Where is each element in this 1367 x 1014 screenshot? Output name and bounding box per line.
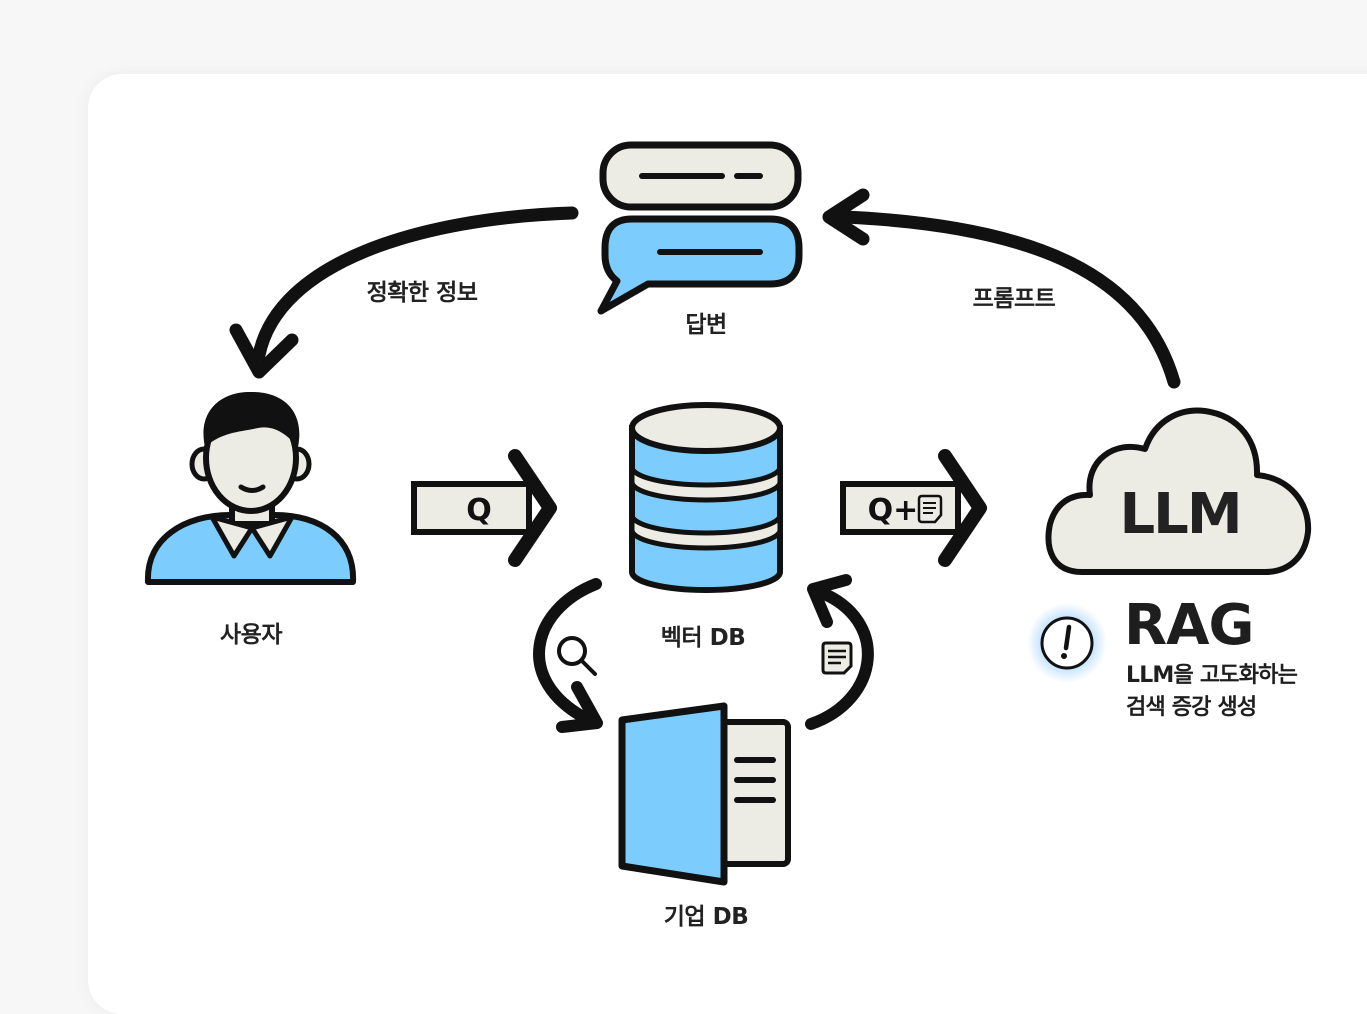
rag-diagram: Q Q+ LLM <box>144 141 1312 886</box>
user-icon <box>144 391 357 585</box>
vector-db-label: 벡터 DB <box>660 625 746 651</box>
rag-desc-line1: LLM을 고도화하는 <box>1126 663 1298 688</box>
answer-label: 답변 <box>685 312 727 338</box>
company-db-icon <box>618 702 791 886</box>
llm-cloud-icon <box>1045 407 1312 575</box>
accurate-info-label: 정확한 정보 <box>366 280 478 306</box>
answer-chat-icon <box>597 141 803 315</box>
query-plus-doc-arrow <box>840 449 987 567</box>
rag-description: LLM을 고도화하는 검색 증강 생성 <box>1126 660 1356 724</box>
document-icon <box>917 494 943 524</box>
prompt-label: 프롬프트 <box>972 286 1056 312</box>
vector-db-icon <box>629 402 783 593</box>
query-label: Q <box>466 493 492 528</box>
rag-desc-line2: 검색 증강 생성 <box>1126 695 1257 720</box>
query-plus-label: Q+ <box>868 493 919 528</box>
document-icon <box>821 641 853 675</box>
accurate-info-arrow <box>229 206 579 379</box>
query-arrow <box>411 449 557 567</box>
prompt-arrow <box>822 188 1181 389</box>
search-icon <box>557 636 597 676</box>
search-retrieve-arrow <box>533 578 603 733</box>
rag-title: RAG <box>1124 593 1254 658</box>
user-label: 사용자 <box>220 622 282 648</box>
company-db-label: 기업 DB <box>663 904 749 930</box>
exclamation-icon <box>1027 603 1107 683</box>
document-return-arrow <box>805 574 874 730</box>
llm-label: LLM <box>1119 482 1240 547</box>
